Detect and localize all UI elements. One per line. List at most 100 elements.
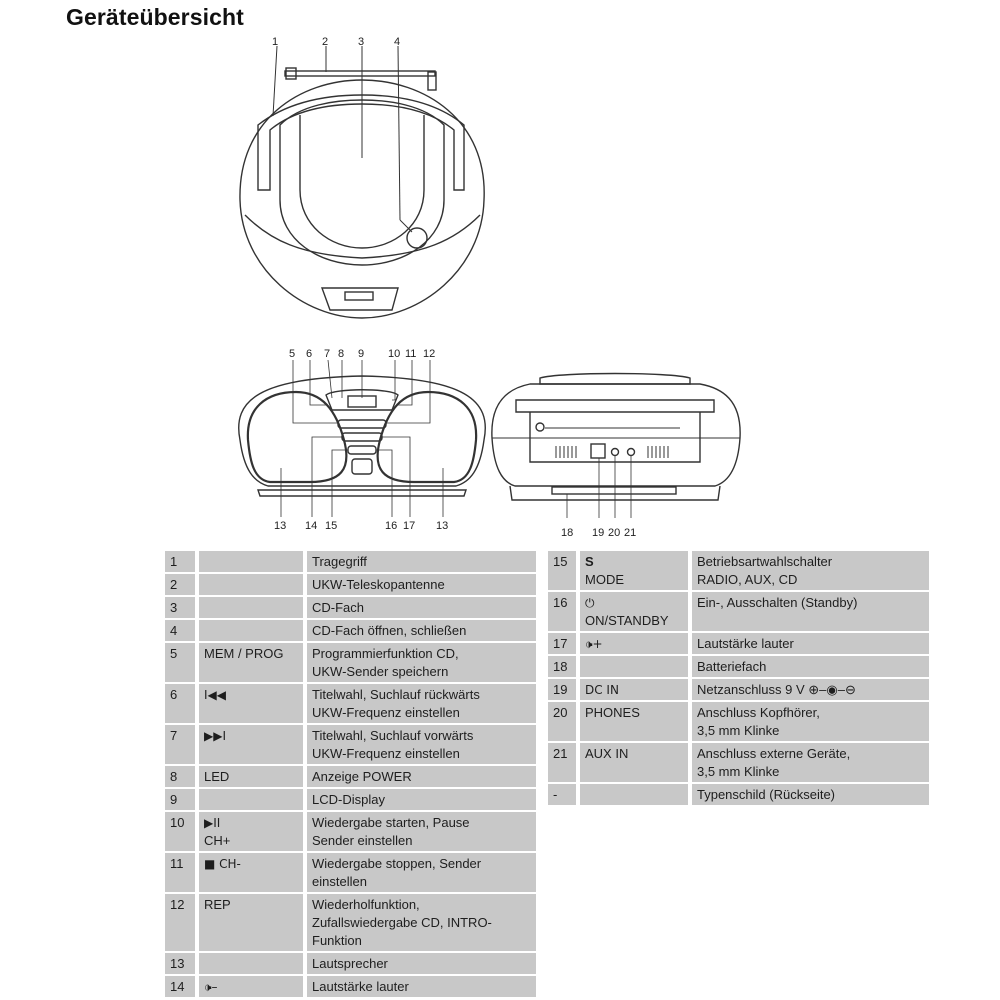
dc-in-socket	[590, 443, 606, 459]
description-line: Ein-, Ausschalten (Standby)	[697, 595, 858, 610]
stop-icon: ■ CH-	[204, 857, 241, 871]
item-number: 1	[165, 551, 195, 572]
item-number: 20	[548, 702, 576, 741]
callout-9: 9	[358, 348, 364, 360]
description: Tragegriff	[307, 551, 536, 572]
description: Ein-, Ausschalten (Standby)	[692, 592, 929, 631]
callout-13-left: 13	[274, 520, 286, 532]
description-line: Titelwahl, Suchlauf vorwärts	[312, 728, 474, 743]
top-view-callouts: 1 2 3 4	[272, 36, 400, 48]
description-line: Wiedergabe stoppen, Sender	[312, 856, 482, 871]
description-line: einstellen	[312, 874, 367, 889]
callout-14: 14	[305, 520, 317, 532]
description: Anschluss externe Geräte,3,5 mm Klinke	[692, 743, 929, 782]
item-number: -	[548, 784, 576, 805]
description-line: RADIO, AUX, CD	[697, 572, 798, 587]
description-line: Anzeige POWER	[312, 769, 412, 784]
control-label: PHONES	[580, 702, 688, 741]
control-label	[199, 953, 303, 974]
power-button	[351, 458, 373, 475]
description-line: 3,5 mm Klinke	[697, 723, 780, 738]
rear-top	[539, 372, 691, 385]
item-number: 6	[165, 684, 195, 723]
control-label: ⏻ ON/STANDBY	[580, 592, 688, 631]
table-row: 1 Tragegriff	[165, 551, 536, 572]
control-text: LED	[204, 769, 230, 784]
control-label: ■ CH-	[199, 853, 303, 892]
top-control-cluster	[325, 389, 399, 411]
item-number: 3	[165, 597, 195, 618]
description-line: UKW-Frequenz einstellen	[312, 746, 460, 761]
control-text: ON/STANDBY	[585, 613, 669, 628]
callout-4: 4	[394, 36, 400, 48]
battery-compartment	[551, 486, 677, 495]
control-label	[199, 574, 303, 595]
description: Anzeige POWER	[307, 766, 536, 787]
control-label	[580, 784, 688, 805]
description-line: Netzanschluss 9 V ⊕–◉–⊖	[697, 682, 856, 697]
callout-19: 19	[592, 527, 604, 539]
rear-view-diagram	[491, 372, 741, 518]
callout-5: 5	[289, 348, 295, 360]
description: Lautstärke lauter	[692, 633, 929, 654]
item-number: 4	[165, 620, 195, 641]
description-line: Betriebsartwahlschalter	[697, 554, 833, 569]
antenna-base-right	[427, 71, 437, 91]
control-label: DC IN	[580, 679, 688, 700]
play-pause-icon: ▶II	[204, 816, 221, 830]
callout-2: 2	[322, 36, 328, 48]
item-number: 17	[548, 633, 576, 654]
description: Wiederholfunktion,Zufallswiedergabe CD, …	[307, 894, 536, 951]
control-label: 🕩+	[580, 633, 688, 654]
item-number: 13	[165, 953, 195, 974]
item-number: 5	[165, 643, 195, 682]
description-line: Funktion	[312, 933, 362, 948]
description-line: Anschluss Kopfhörer,	[697, 705, 820, 720]
description: Programmierfunktion CD,UKW-Sender speich…	[307, 643, 536, 682]
cd-open-button	[406, 227, 428, 249]
button-row-3	[347, 445, 377, 455]
control-label: 🕩–	[199, 976, 303, 997]
description-line: 3,5 mm Klinke	[697, 764, 780, 779]
rear-handle	[515, 399, 715, 413]
control-label: LED	[199, 766, 303, 787]
description-line: Typenschild (Rückseite)	[697, 787, 835, 802]
control-text: MODE	[585, 572, 624, 587]
description: Lautstärke lauter	[307, 976, 536, 997]
description: CD-Fach öffnen, schließen	[307, 620, 536, 641]
description-line: CD-Fach	[312, 600, 365, 615]
description: CD-Fach	[307, 597, 536, 618]
table-row: - Typenschild (Rückseite)	[548, 784, 929, 805]
table-row: 14🕩–Lautstärke lauter	[165, 976, 536, 997]
control-text: REP	[204, 897, 231, 912]
description: Netzanschluss 9 V ⊕–◉–⊖	[692, 679, 929, 700]
description-line: UKW-Frequenz einstellen	[312, 705, 460, 720]
description: LCD-Display	[307, 789, 536, 810]
description-line: UKW-Sender speichern	[312, 664, 449, 679]
callout-16: 16	[385, 520, 397, 532]
item-number: 19	[548, 679, 576, 700]
control-label: MEM / PROG	[199, 643, 303, 682]
description: Typenschild (Rückseite)	[692, 784, 929, 805]
control-text: AUX IN	[585, 746, 629, 761]
item-number: 7	[165, 725, 195, 764]
power-icon: ⏻	[585, 596, 595, 610]
callout-6: 6	[306, 348, 312, 360]
rear-body-outline	[491, 383, 741, 487]
callout-7: 7	[324, 348, 330, 360]
button-row-2	[341, 432, 383, 442]
antenna-pivot	[535, 422, 545, 432]
description: UKW-Teleskopantenne	[307, 574, 536, 595]
